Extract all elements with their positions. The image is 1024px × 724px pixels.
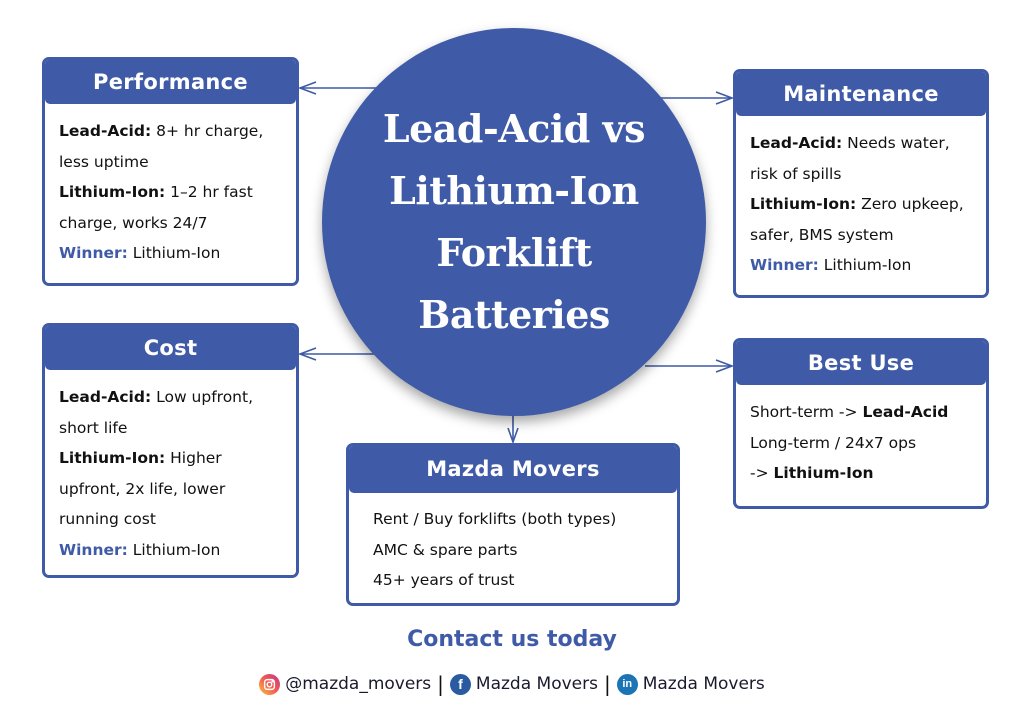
cost-card-title: Cost [45,326,296,370]
best-use-card: Best Use Short-term -> Lead-Acid Long-te… [733,338,989,509]
facebook-icon: f [449,673,471,695]
best-use-card-title: Best Use [736,341,986,385]
performance-card-title: Performance [45,60,296,104]
instagram-link[interactable]: @mazda_movers [259,673,431,695]
facebook-link[interactable]: f Mazda Movers [449,673,598,695]
social-links: @mazda_movers | f Mazda Movers | in Mazd… [0,672,1024,696]
list-item: 45+ years of trust [373,571,515,589]
hub-title: Lead-Acid vs Lithium-Ion Forklift Batter… [382,106,646,337]
performance-card: Performance Lead-Acid: 8+ hr charge, les… [42,57,299,286]
separator: | [603,672,611,696]
linkedin-link[interactable]: in Mazda Movers [616,673,765,695]
cost-card: Cost Lead-Acid: Low upfront, short life … [42,323,299,578]
performance-card-body: Lead-Acid: 8+ hr charge, less uptime Lit… [45,104,296,269]
best-use-card-body: Short-term -> Lead-Acid Long-term / 24x7… [750,403,949,482]
linkedin-icon: in [616,673,638,695]
hub-circle: Lead-Acid vs Lithium-Ion Forklift Batter… [322,28,706,416]
company-card: Mazda Movers Rent / Buy forklifts (both … [346,443,680,606]
cost-winner: Winner: Lithium-Ion [59,540,221,559]
list-item: Rent / Buy forklifts (both types) [373,510,617,528]
maintenance-winner: Winner: Lithium-Ion [750,256,912,274]
maintenance-card-title: Maintenance [736,72,986,116]
separator: | [437,672,444,696]
maintenance-card-body: Lead-Acid: Needs water, risk of spills L… [736,116,986,281]
company-card-title: Mazda Movers [349,446,677,493]
cost-card-body: Lead-Acid: Low upfront, short life Lithi… [45,370,296,565]
contact-title: Contact us today [407,627,617,652]
list-item: AMC & spare parts [373,540,518,559]
instagram-icon [259,673,281,695]
performance-winner: Winner: Lithium-Ion [59,244,221,262]
company-card-body: Rent / Buy forklifts (both types) AMC & … [349,493,677,596]
maintenance-card: Maintenance Lead-Acid: Needs water, risk… [733,69,989,298]
